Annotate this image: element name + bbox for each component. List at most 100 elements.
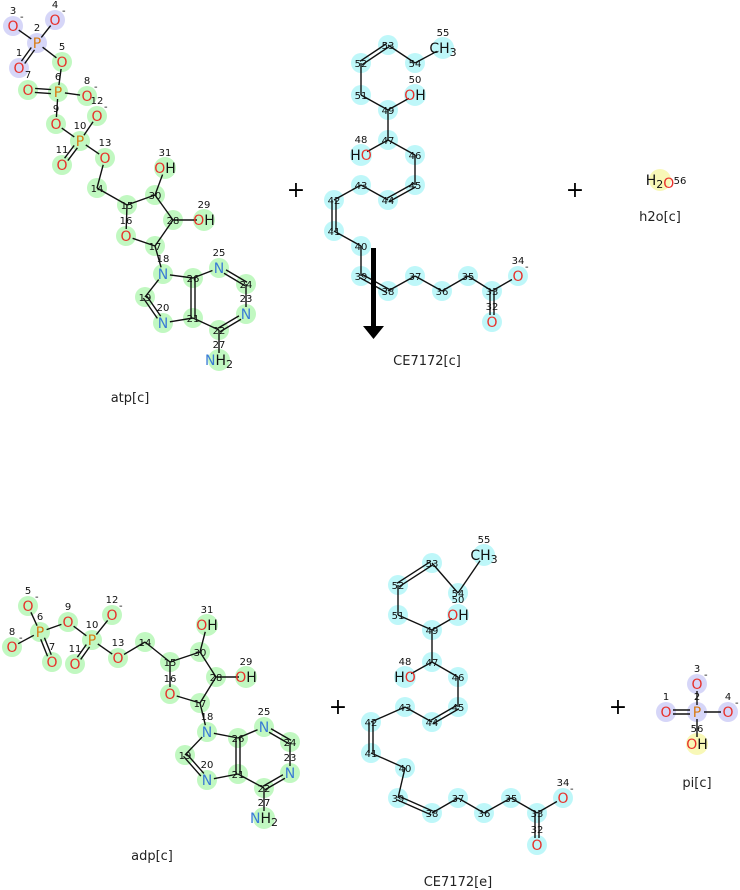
atom-1: O1 bbox=[660, 692, 671, 721]
single-bond bbox=[457, 797, 485, 814]
atom-18: N18 bbox=[157, 254, 170, 283]
atom-5: O-5 bbox=[22, 586, 39, 615]
atom-5: O5 bbox=[56, 42, 67, 71]
atom-53: 53 bbox=[382, 41, 395, 52]
single-bond bbox=[387, 139, 416, 156]
single-bond bbox=[237, 729, 258, 739]
atom-11: O11 bbox=[69, 644, 82, 673]
atom-10: P10 bbox=[74, 121, 87, 150]
atom-37: 37 bbox=[409, 272, 422, 283]
double-bond bbox=[43, 637, 52, 656]
atom-highlight bbox=[52, 155, 72, 175]
single-bond bbox=[414, 275, 443, 292]
double-bond bbox=[223, 272, 246, 287]
atom-symbol: O bbox=[56, 158, 67, 174]
atom-highlight bbox=[209, 258, 229, 278]
atom-highlight bbox=[687, 702, 707, 722]
atom-highlights bbox=[649, 169, 671, 191]
atom-charge: - bbox=[104, 102, 108, 113]
plus-operator: + bbox=[566, 178, 584, 203]
atom-38: 38 bbox=[426, 809, 439, 820]
atom-number: 26 bbox=[232, 734, 245, 745]
atom-symbol: O bbox=[22, 599, 33, 615]
single-bond bbox=[199, 651, 217, 678]
double-bond bbox=[386, 182, 415, 199]
atom-number: 11 bbox=[69, 644, 82, 655]
single-bond bbox=[370, 752, 406, 769]
atom-44: 44 bbox=[382, 196, 395, 207]
atom-symbol: N bbox=[259, 720, 269, 736]
atom-24: 24 bbox=[284, 738, 297, 749]
atom-3: O-3 bbox=[7, 6, 24, 35]
single-bond bbox=[360, 94, 389, 111]
atom-highlight bbox=[160, 684, 180, 704]
atom-symbol: HO bbox=[394, 670, 416, 686]
single-bond bbox=[431, 797, 459, 814]
atom-8: O-8 bbox=[81, 76, 98, 105]
single-bond bbox=[491, 278, 513, 292]
atom-16: O16 bbox=[120, 216, 133, 245]
atom-number: 44 bbox=[426, 718, 439, 729]
atom-highlight bbox=[432, 37, 454, 59]
atom-47: 47 bbox=[382, 136, 395, 147]
single-bond bbox=[169, 317, 194, 323]
atom-highlight bbox=[3, 16, 23, 36]
single-bond bbox=[397, 767, 406, 799]
atom-22: 22 bbox=[213, 326, 226, 337]
atom-number: 46 bbox=[452, 673, 465, 684]
single-bond bbox=[42, 46, 57, 59]
atom-symbol: N bbox=[214, 261, 224, 277]
atom-number: 1 bbox=[663, 692, 669, 703]
single-bond bbox=[169, 274, 194, 279]
atom-6: P6 bbox=[36, 612, 44, 641]
atom-highlight bbox=[656, 702, 676, 722]
atom-number: 5 bbox=[25, 586, 31, 597]
atom-highlight bbox=[553, 788, 573, 808]
atom-highlight bbox=[527, 835, 547, 855]
atom-highlight bbox=[196, 614, 218, 636]
molecule-atp[interactable]: O1P2O-3O-4O5P6O7O-8O9P10O11O-12O131415O1… bbox=[3, 0, 256, 406]
atom-46: 46 bbox=[409, 151, 422, 162]
plus-operator: + bbox=[609, 695, 627, 720]
molecule-ce_c[interactable]: O3233O-3435363738394041424344454647HO484… bbox=[324, 28, 529, 369]
atom-highlights bbox=[2, 596, 300, 829]
atom-number: 40 bbox=[399, 764, 412, 775]
single-bond bbox=[97, 643, 113, 655]
atom-symbol: P bbox=[88, 633, 96, 649]
single-bond bbox=[55, 98, 59, 118]
atom-number: 6 bbox=[55, 72, 61, 83]
atom-number: 55 bbox=[478, 535, 491, 546]
atom-8: O-8 bbox=[6, 627, 23, 656]
atom-9: O9 bbox=[62, 602, 73, 631]
atom-number: 18 bbox=[201, 712, 214, 723]
atom-labels: O3233O-3435363738394041424344454647HO484… bbox=[328, 28, 529, 331]
molecule-name: CE7172[c] bbox=[393, 354, 461, 369]
double-bond bbox=[35, 87, 52, 91]
atom-number: 52 bbox=[392, 581, 405, 592]
atom-number: 12 bbox=[91, 96, 104, 107]
double-bond bbox=[398, 795, 434, 812]
atom-52: 52 bbox=[355, 59, 368, 70]
atom-number: 4 bbox=[725, 692, 731, 703]
atom-highlight bbox=[70, 131, 90, 151]
atom-symbol: P bbox=[76, 134, 84, 150]
molecule-ce_e[interactable]: O3233O-3435363738394041424344454647HO484… bbox=[361, 535, 574, 890]
atom-number: 49 bbox=[382, 106, 395, 117]
atom-number: 30 bbox=[149, 191, 162, 202]
atom-highlight bbox=[116, 226, 136, 246]
atom-number: 55 bbox=[437, 28, 450, 39]
single-bond bbox=[213, 773, 239, 780]
single-bond bbox=[169, 651, 201, 663]
atom-symbol: O bbox=[660, 705, 671, 721]
atom-symbol: N bbox=[202, 773, 212, 789]
single-bond bbox=[30, 612, 38, 626]
atom-21: 21 bbox=[187, 314, 200, 325]
atom-28: 28 bbox=[210, 673, 223, 684]
atom-number: 9 bbox=[65, 602, 71, 613]
